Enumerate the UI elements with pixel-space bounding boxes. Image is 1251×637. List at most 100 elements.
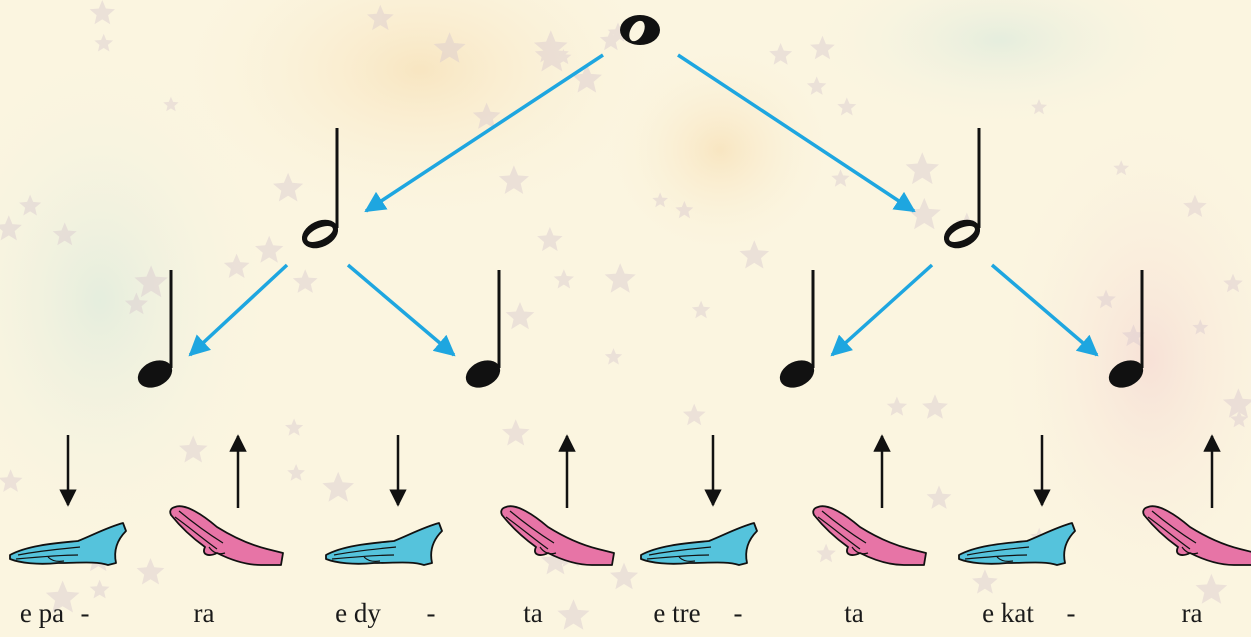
syllable-label: e kat [982,598,1034,628]
bg-blob [160,0,680,230]
star-icon [0,215,22,241]
star-icon [610,562,639,590]
hand-gestures [9,505,1251,566]
star-icon [498,165,529,194]
division-arrow [364,53,604,213]
star-icon [179,435,208,463]
whole-note-icon [620,15,660,45]
syllable-label: ra [193,598,215,628]
syllable-label: e dy [335,598,381,628]
star-icon [0,469,23,492]
star-icon [273,172,304,202]
syllable-label: ta [523,598,543,628]
bg-blob [990,100,1251,620]
quarter-note-icon [779,270,815,388]
hand-up-icon [500,505,615,566]
beat-arrows [59,434,1221,508]
star-icon [285,418,304,436]
star-icon [810,35,835,60]
hand-down-icon [9,522,127,566]
star-icon [604,263,636,293]
star-icon [94,33,114,52]
syllable-label: e tre [653,598,701,628]
star-icon [837,97,857,116]
half-note-icon [943,128,981,249]
star-icon [223,253,250,278]
bg-blob [800,0,1200,130]
star-icon [652,192,668,208]
syllable-label: - [426,598,436,628]
star-icon [682,403,706,426]
bg-blob [600,40,840,260]
star-icon [1230,410,1249,428]
hand-up-icon [812,505,927,566]
hand-up-icon [169,505,284,566]
quarter-note-icon [1108,270,1144,388]
star-icon [1113,160,1130,176]
star-icon [367,4,394,31]
star-icon [136,558,165,585]
star-icon [537,226,563,252]
star-icon [502,419,530,446]
star-icon [886,396,908,416]
star-icon [806,76,827,95]
star-icon [19,194,42,216]
star-icon [571,63,602,93]
star-icon [604,348,623,365]
syllable-label: ta [844,598,864,628]
division-arrow [677,53,916,213]
star-icon [691,300,711,319]
division-arrows [188,53,1099,357]
star-icon [739,240,770,269]
star-icon [124,292,148,315]
syllable-label: e pa [19,598,65,628]
star-icon [1222,388,1251,418]
star-icon [1121,324,1146,347]
star-icon [1031,99,1047,115]
star-icon [831,169,850,187]
star-icon [675,200,694,219]
star-icon [557,599,590,630]
star-icon [553,269,574,289]
division-arrow [188,263,289,357]
star-icon [89,579,110,599]
star-icon [599,29,622,51]
star-icon [1192,319,1209,335]
star-icon [163,96,179,112]
star-icon [1183,194,1207,217]
star-icon [255,235,284,263]
star-icon [45,580,80,613]
star-icon [926,485,952,509]
star-icon [555,49,572,65]
bg-blob [0,40,280,560]
star-icon [89,0,115,25]
star-icon [134,265,168,298]
hand-down-icon [640,522,758,566]
hand-down-icon [958,522,1076,566]
star-icon [287,464,305,481]
star-icon [922,394,948,419]
star-icon [769,43,793,65]
star-icon [1096,289,1116,309]
star-icon [1195,573,1228,604]
star-icon [433,32,466,63]
syllable-label: - [1066,598,1076,628]
quarter-note-icon [465,270,501,388]
syllable-label: - [80,598,90,628]
star-icon [534,39,569,72]
quarter-note-icon [137,270,173,388]
half-note-icon [301,128,339,249]
star-icon [472,102,501,129]
star-icon [816,543,836,563]
syllable-label: ra [1181,598,1203,628]
hand-up-icon [1142,505,1251,566]
star-icon [972,569,998,594]
star-icon [292,269,318,293]
division-arrow [990,263,1099,357]
star-icon [1223,273,1243,293]
star-icon [541,546,570,575]
division-arrow [830,263,934,357]
